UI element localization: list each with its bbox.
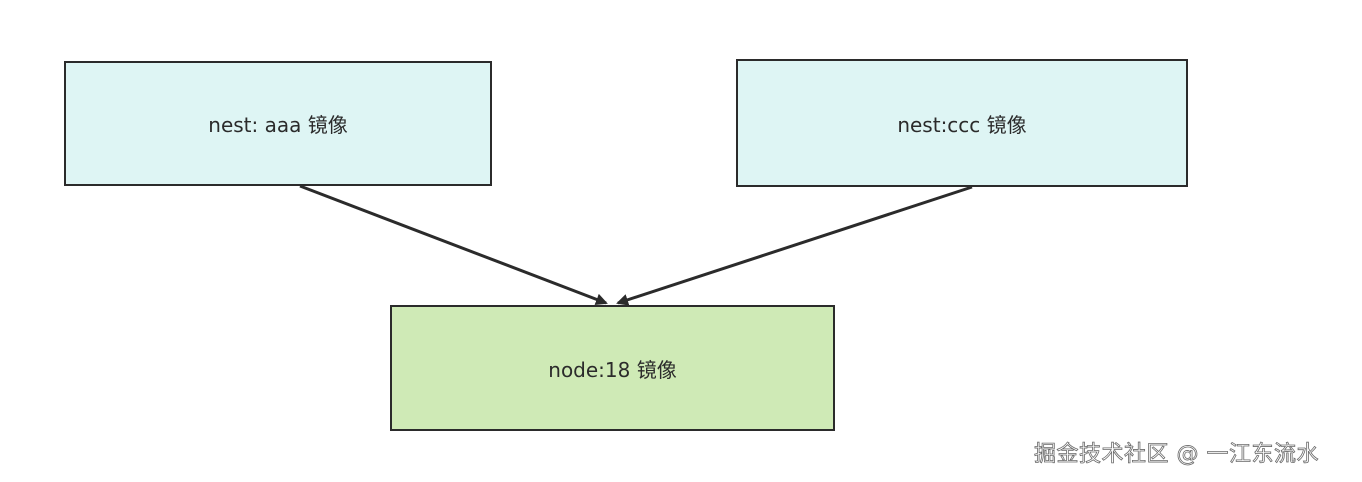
node-node18-label: node:18 镜像 — [548, 357, 677, 382]
edge-ccc-to-node18 — [616, 185, 973, 306]
watermark-text: 掘金技术社区 @ 一江东流水 — [1034, 442, 1319, 468]
node-nest-aaa: nest: aaa 镜像 — [64, 61, 492, 186]
node-node18: node:18 镜像 — [390, 305, 835, 431]
node-nest-aaa-label: nest: aaa 镜像 — [208, 113, 348, 137]
node-nest-ccc-label: nest:ccc 镜像 — [897, 112, 1027, 137]
edge-aaa-to-node18 — [299, 184, 608, 306]
node-nest-ccc: nest:ccc 镜像 — [736, 59, 1188, 187]
